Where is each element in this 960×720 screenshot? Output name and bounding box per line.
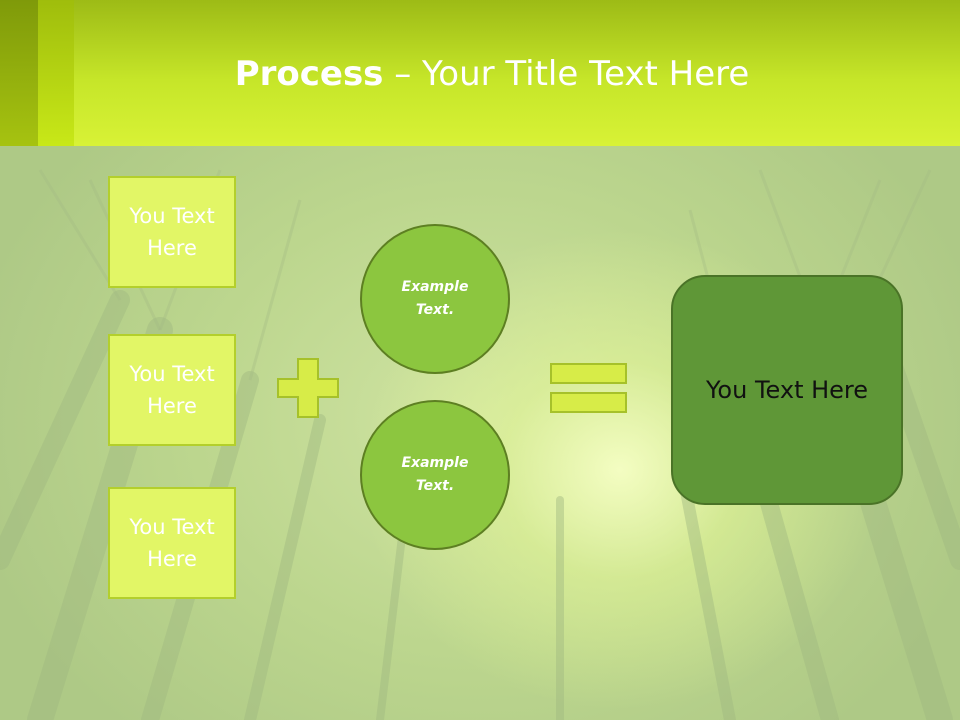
text-box-2[interactable]: You Text Here bbox=[108, 334, 236, 446]
circle-label: Example Text. bbox=[401, 455, 469, 494]
example-circle-1[interactable]: Example Text. bbox=[360, 224, 510, 374]
header-accent-band bbox=[38, 0, 74, 146]
circle-label: Example Text. bbox=[401, 279, 469, 318]
text-box-3[interactable]: You Text Here bbox=[108, 487, 236, 599]
text-box-label: You Text Here bbox=[129, 362, 215, 418]
title-bold: Process bbox=[234, 54, 384, 94]
header-accent-band bbox=[0, 0, 38, 146]
text-box-1[interactable]: You Text Here bbox=[108, 176, 236, 288]
slide-title[interactable]: Process – Your Title Text Here bbox=[0, 52, 960, 96]
result-box[interactable]: You Text Here bbox=[671, 275, 903, 505]
text-box-label: You Text Here bbox=[129, 204, 215, 260]
result-label: You Text Here bbox=[705, 376, 869, 404]
text-box-label: You Text Here bbox=[129, 515, 215, 571]
example-circle-2[interactable]: Example Text. bbox=[360, 400, 510, 550]
title-rest: – Your Title Text Here bbox=[383, 54, 750, 94]
title-bar bbox=[0, 0, 960, 146]
